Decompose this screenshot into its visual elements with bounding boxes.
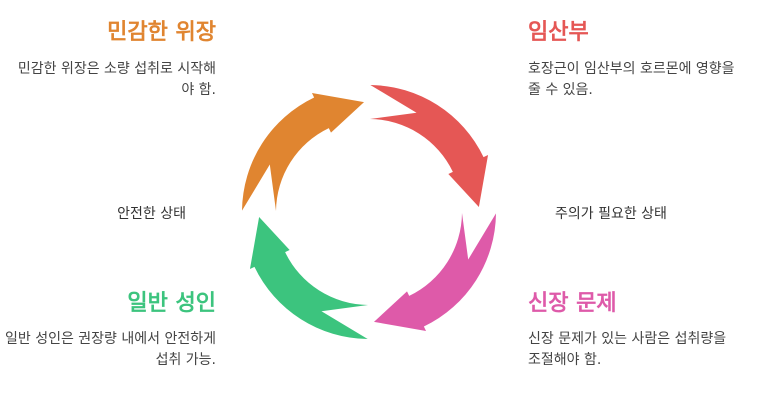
- title-general-adult: 일반 성인: [127, 291, 216, 316]
- segment-pregnant: [369, 85, 489, 208]
- segment-sensitive-stomach: [242, 92, 365, 212]
- side-label-caution: 주의가 필요한 상태: [555, 206, 667, 222]
- desc-sensitive-stomach: 민감한 위장은 소량 섭취로 시작해야 함.: [17, 61, 216, 98]
- title-pregnant: 임산부: [528, 20, 589, 45]
- title-sensitive-stomach: 민감한 위장: [107, 20, 216, 45]
- title-kidney-problem: 신장 문제: [528, 291, 617, 316]
- side-label-safe: 안전한 상태: [117, 206, 186, 222]
- desc-pregnant: 호장근이 임산부의 호르몬에 영향을 줄 수 있음.: [528, 61, 735, 98]
- segment-general-adult: [249, 216, 369, 339]
- desc-kidney-problem: 신장 문제가 있는 사람은 섭취량을 조절해야 함.: [528, 331, 727, 368]
- segment-kidney-problem: [373, 212, 496, 332]
- desc-general-adult: 일반 성인은 권장량 내에서 안전하게 섭취 가능.: [5, 331, 216, 368]
